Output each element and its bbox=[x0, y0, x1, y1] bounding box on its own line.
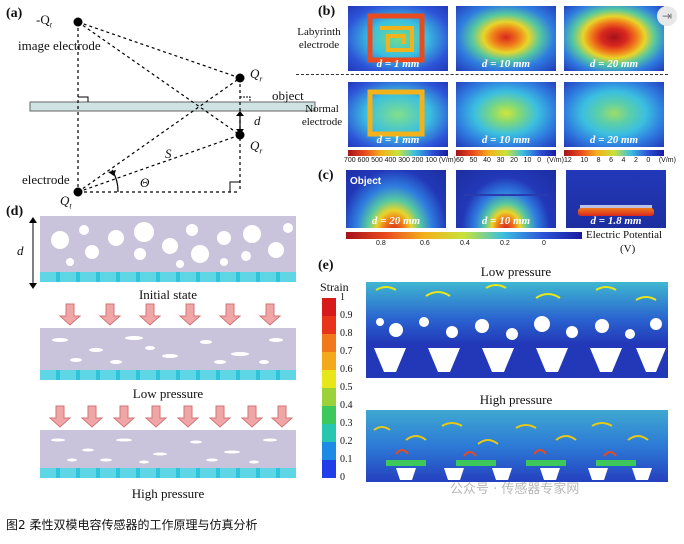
potential-colorbar-unit: (V) bbox=[620, 243, 636, 255]
strain-colorbar-tick: 1 bbox=[340, 292, 345, 303]
image-charge-point bbox=[73, 17, 83, 27]
initial-state-label: Initial state bbox=[138, 287, 198, 302]
field-map-normal-1mm: d = 1 mm bbox=[348, 82, 448, 147]
normal-electrode-label: Normal electrode bbox=[301, 103, 343, 128]
foam-high-pressure bbox=[40, 430, 296, 468]
electrode-label: electrode bbox=[22, 172, 70, 187]
high-pressure-label-e: High pressure bbox=[479, 392, 553, 407]
strain-map-low-pressure bbox=[366, 282, 668, 378]
low-pressure-arrows bbox=[58, 303, 282, 326]
distance-s-label: S bbox=[165, 146, 172, 161]
receiver-charge-point-bottom bbox=[235, 130, 245, 140]
strain-colorbar-segment bbox=[322, 442, 336, 460]
low-pressure-label-e: Low pressure bbox=[480, 264, 552, 279]
potential-map-10mm: d = 10 mm bbox=[456, 170, 556, 228]
neg-qt-label: -Qt bbox=[36, 12, 52, 30]
electrode-base-low bbox=[40, 370, 296, 380]
strain-colorbar-tick: 0.6 bbox=[340, 364, 353, 375]
labyrinth-electrode-label: Labyrinth electrode bbox=[297, 26, 341, 51]
electrode-base-initial bbox=[40, 272, 296, 282]
field-map-labyrinth-1mm: d = 1 mm bbox=[348, 6, 448, 71]
strain-colorbar-segment bbox=[322, 406, 336, 424]
strain-colorbar-tick: 0.4 bbox=[340, 400, 353, 411]
image-electrode-label: image electrode bbox=[18, 38, 101, 53]
object-plate bbox=[29, 101, 316, 112]
thickness-arrow bbox=[29, 217, 37, 289]
strain-colorbar-segment bbox=[322, 370, 336, 388]
strain-colorbar-segment bbox=[322, 388, 336, 406]
strain-colorbar-segment bbox=[322, 334, 336, 352]
strain-colorbar-tick: 0.9 bbox=[340, 310, 353, 321]
panel-e-label: (e) bbox=[318, 258, 334, 273]
strain-colorbar-segment bbox=[322, 424, 336, 442]
panel-d-label: (d) bbox=[6, 204, 24, 219]
strain-title: Strain bbox=[320, 280, 349, 294]
panel-a-diagram bbox=[29, 17, 316, 197]
theta-label: Θ bbox=[140, 175, 150, 190]
exit-icon[interactable]: ⇥ bbox=[657, 6, 677, 26]
strain-colorbar-tick: 0.1 bbox=[340, 454, 353, 465]
strain-colorbar-ticks: 1 0.9 0.8 0.7 0.6 0.5 0.4 0.3 0.2 0.1 0 bbox=[340, 292, 364, 484]
colorbar-b3 bbox=[564, 150, 664, 156]
receiver-charge-point-top bbox=[235, 73, 245, 83]
object-label: object bbox=[272, 88, 304, 103]
strain-map-high-pressure bbox=[366, 410, 668, 482]
distance-d-label: d bbox=[254, 113, 261, 128]
panel-b-label: (b) bbox=[318, 4, 336, 19]
field-map-normal-20mm: d = 20 mm bbox=[564, 82, 664, 147]
high-pressure-label-d: High pressure bbox=[131, 486, 205, 501]
electrode-base-high bbox=[40, 468, 296, 478]
colorbar-b1 bbox=[348, 150, 448, 156]
colorbar-b2 bbox=[456, 150, 556, 156]
row-divider bbox=[296, 74, 668, 75]
foam-low-pressure bbox=[40, 328, 296, 370]
qr-top-label: Qr bbox=[250, 66, 263, 84]
panel-a-label: (a) bbox=[6, 6, 23, 21]
qt-label: Qt bbox=[60, 193, 72, 211]
field-map-labyrinth-10mm: d = 10 mm bbox=[456, 6, 556, 71]
strain-colorbar-segment bbox=[322, 460, 336, 478]
figure-caption: 图2 柔性双模电容传感器的工作原理与仿真分析 bbox=[6, 518, 258, 532]
field-map-labyrinth-20mm: d = 20 mm bbox=[564, 6, 664, 71]
low-pressure-label-d: Low pressure bbox=[132, 386, 204, 401]
wechat-watermark: 公众号 · 传感器专家网 bbox=[450, 482, 580, 497]
potential-map-1-8mm: d = 1.8 mm bbox=[566, 170, 666, 228]
qr-bottom-label: Qr bbox=[250, 138, 263, 156]
object-marker-label: Object bbox=[350, 176, 382, 187]
strain-colorbar bbox=[322, 298, 336, 478]
electrode-charge-point bbox=[73, 187, 83, 197]
strain-colorbar-tick: 0.5 bbox=[340, 382, 353, 393]
panel-c-label: (c) bbox=[318, 168, 334, 183]
strain-colorbar-segment bbox=[322, 352, 336, 370]
strain-colorbar-segment bbox=[322, 298, 336, 316]
potential-colorbar bbox=[346, 232, 582, 239]
foam-initial-state bbox=[40, 216, 296, 272]
thickness-d-label: d bbox=[17, 243, 24, 258]
strain-colorbar-segment bbox=[322, 316, 336, 334]
potential-colorbar-ticks: 0.8 0.6 0.4 0.2 0 bbox=[376, 240, 546, 247]
strain-colorbar-tick: 0 bbox=[340, 472, 345, 483]
strain-colorbar-tick: 0.3 bbox=[340, 418, 353, 429]
strain-colorbar-tick: 0.8 bbox=[340, 328, 353, 339]
potential-map-20mm: Object d = 20 mm bbox=[346, 170, 446, 228]
high-pressure-arrows bbox=[48, 405, 294, 428]
strain-colorbar-tick: 0.2 bbox=[340, 436, 353, 447]
field-map-normal-10mm: d = 10 mm bbox=[456, 82, 556, 147]
potential-colorbar-title: Electric Potential bbox=[586, 229, 663, 241]
strain-colorbar-tick: 0.7 bbox=[340, 346, 353, 357]
